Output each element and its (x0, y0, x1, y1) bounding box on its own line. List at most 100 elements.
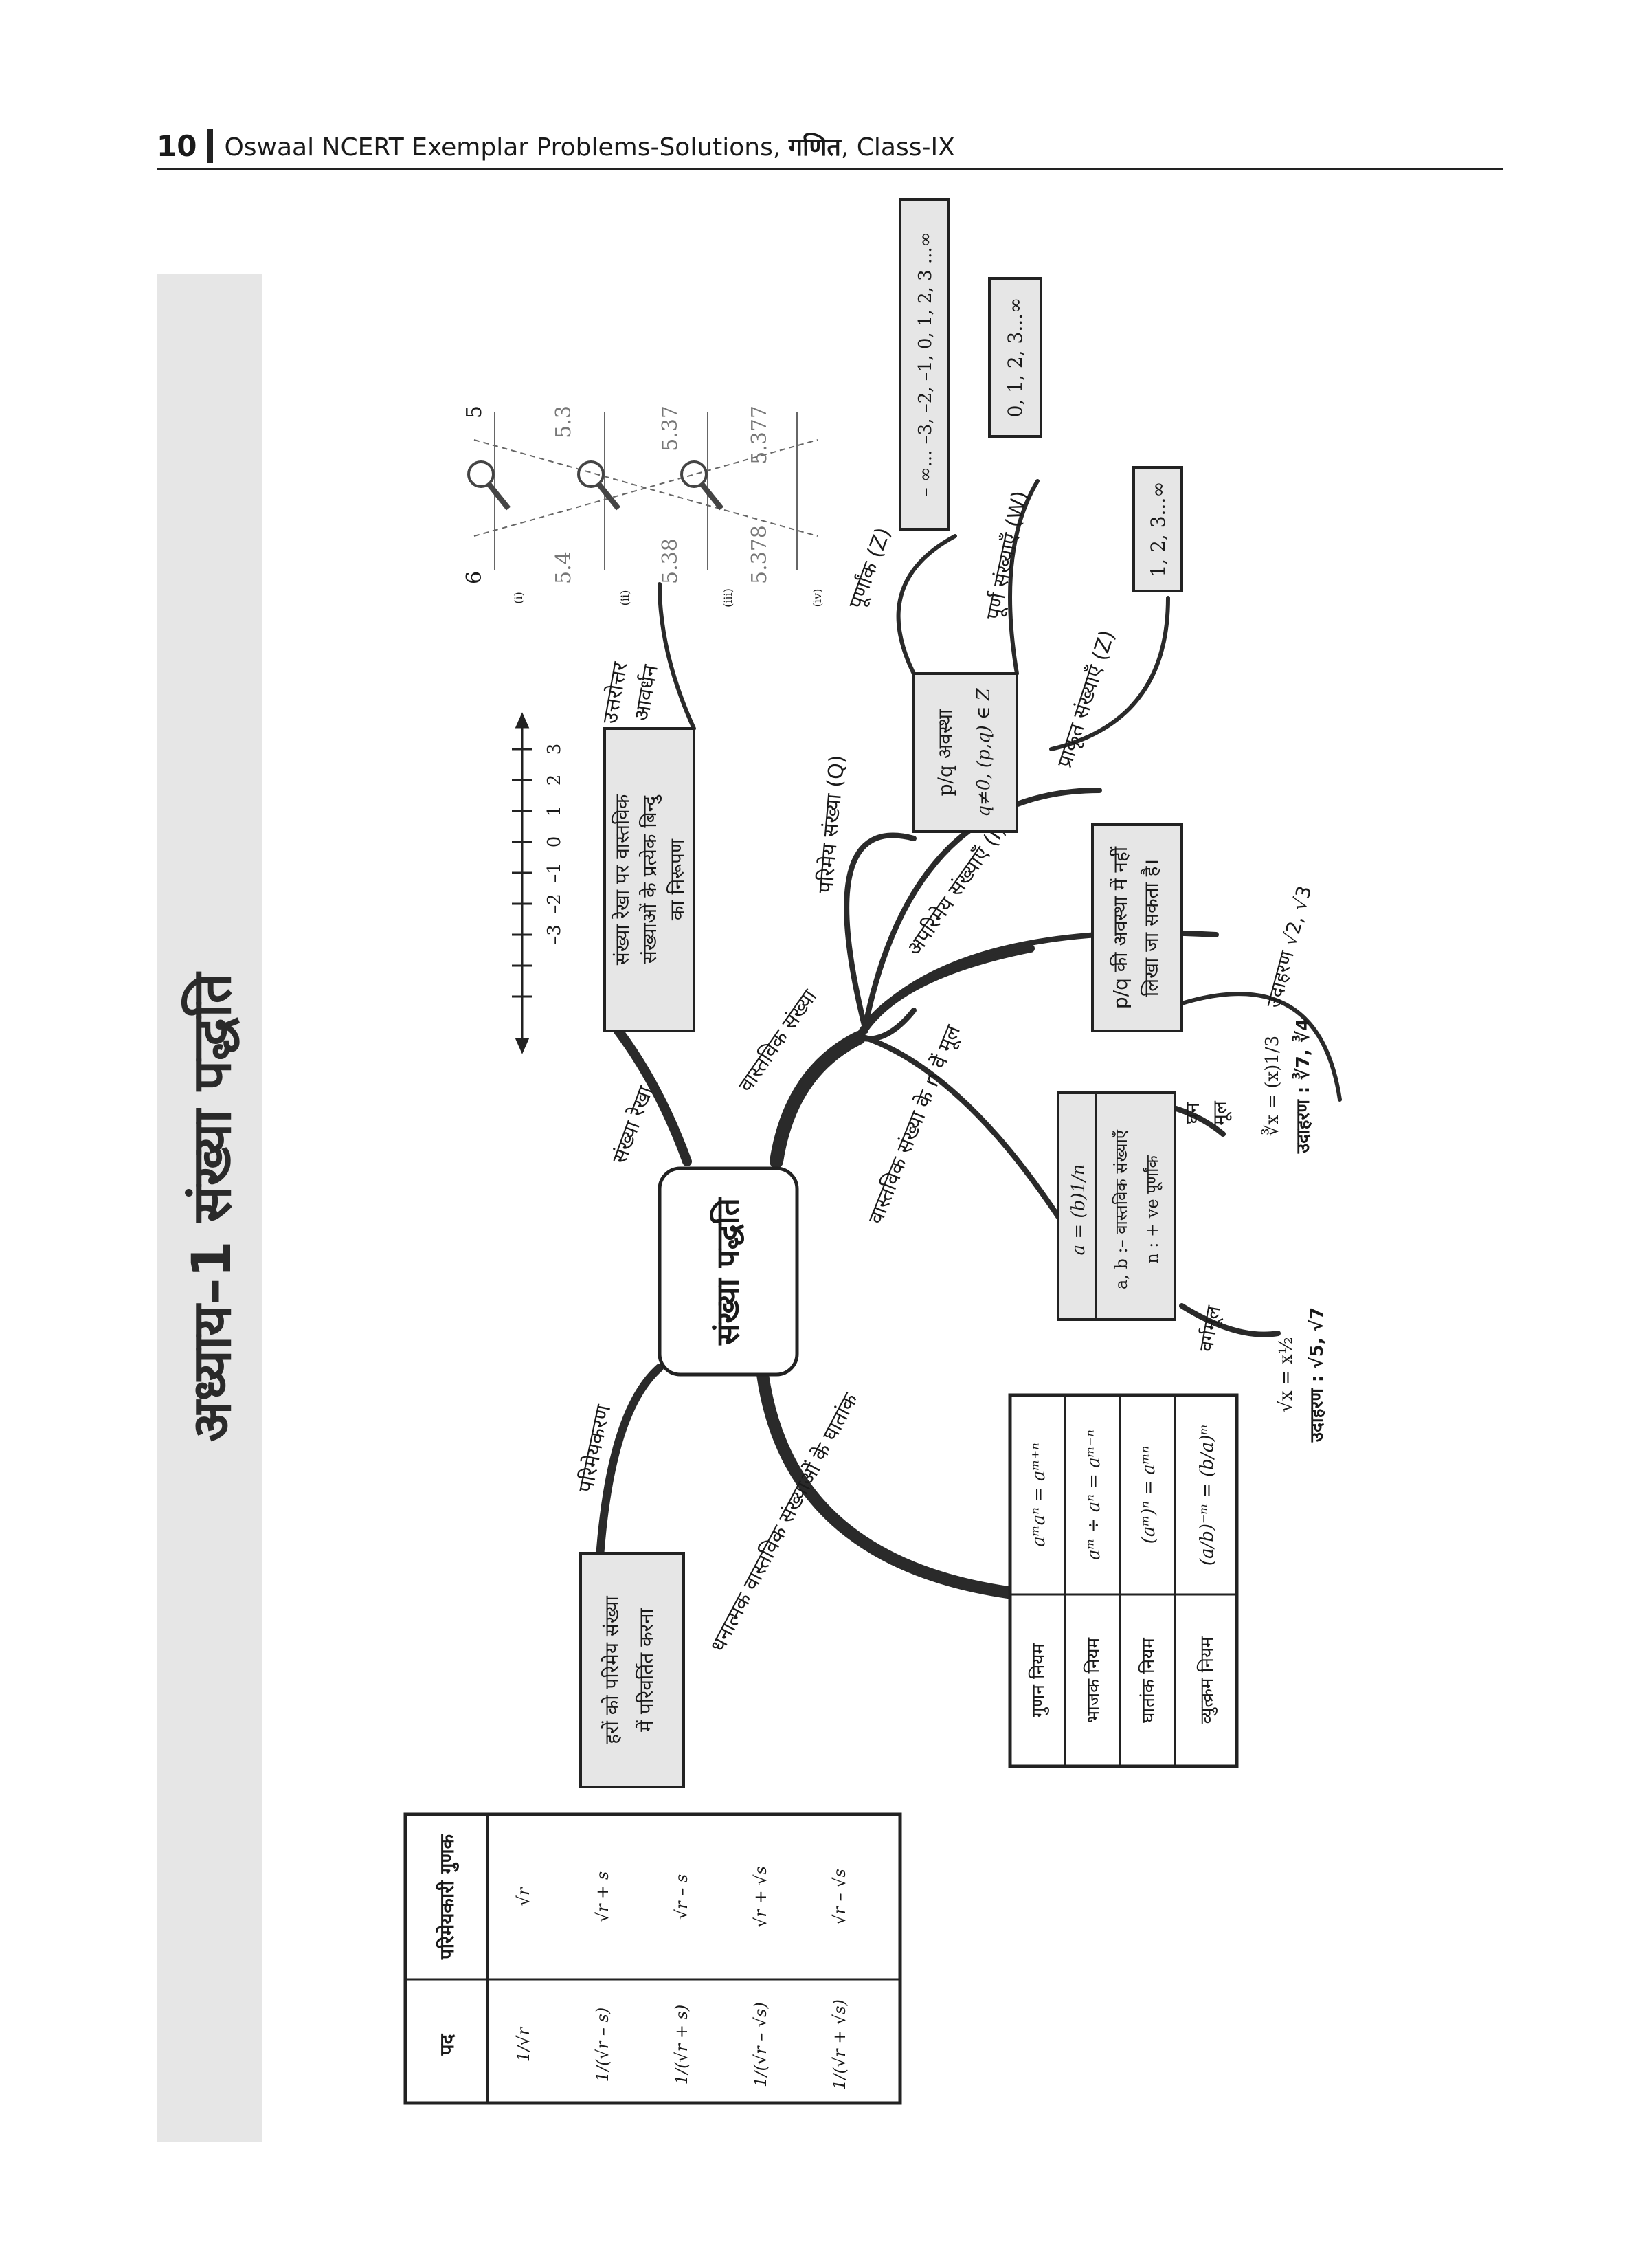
law-formula-4: (a/b)⁻ᵐ = (b/a)ᵐ (1197, 1424, 1218, 1566)
number-line (512, 712, 532, 1054)
mag-label-5-38: 5.38 (658, 538, 682, 584)
mag-label-5-3: 5.3 (552, 405, 576, 438)
header-divider (207, 129, 214, 163)
nl-tick-neg2: –2 (544, 893, 565, 914)
rt-factor-1: √r (514, 1887, 533, 1906)
law-formula-1: aᵐaⁿ = aᵐ⁺ⁿ (1029, 1443, 1049, 1547)
page-header: 10 Oswaal NCERT Exemplar Problems-Soluti… (157, 124, 1503, 170)
nl-tick-0: 0 (544, 836, 565, 848)
center-node (658, 1166, 799, 1377)
cbrt-definition: ∛x = (x)1/3 (1261, 1036, 1283, 1136)
irrational-box (1091, 823, 1183, 1032)
rt-header-term: पद (436, 2033, 458, 2056)
law-formula-2: aᵐ ÷ aⁿ = aᵐ⁻ⁿ (1084, 1430, 1104, 1560)
branch-irr-example (1180, 992, 1342, 1102)
book-title: Oswaal NCERT Exemplar Problems-Solutions… (224, 133, 955, 162)
irrational-line2: लिखा जा सकता है। (1140, 859, 1163, 997)
branch-whole (1008, 479, 1040, 676)
branch-exponent (756, 1368, 1030, 1601)
cbrt-example: उदाहरण : ∛7, ∛4 (1292, 1019, 1314, 1154)
branch-real (770, 1031, 866, 1168)
pq-line2: q≠0, (p,q) ∈ Z (974, 687, 994, 816)
mag-label-5: 5 (462, 405, 486, 419)
rationalise-line1: हरों को परिमेय संख्या (601, 1596, 623, 1744)
branch-sqrt (1179, 1303, 1281, 1337)
mag-step-i: (i) (512, 592, 525, 604)
rt-term-5: 1/(√r + √s) (830, 1999, 849, 2090)
label-sqrt: वर्गमूल (1195, 1303, 1226, 1353)
number-line-box-line2: संख्याओं के प्रत्येक बिन्दु (638, 794, 662, 964)
integers-values: – ∞... –3, –2, –1, 0, 1, 2, 3 ...∞ (915, 232, 936, 497)
branch-rationalise (594, 1364, 664, 1599)
rt-term-4: 1/(√r – √s) (751, 2002, 770, 2087)
mag-step-iv: (iv) (811, 589, 824, 608)
number-line-box-line1: संख्या रेखा पर वास्तविक (611, 794, 633, 965)
label-nth-root: वास्तविक संख्या के n वें मूल (864, 1021, 966, 1227)
root-line2: a, b :– वास्तविक संख्याएँ (1112, 1129, 1131, 1289)
mag-label-5-377: 5.377 (748, 405, 772, 465)
root-box (1057, 1091, 1176, 1321)
label-successive: उत्तरोत्तर (598, 660, 633, 726)
label-cube: घन (1181, 1102, 1204, 1124)
label-number-line: संख्या रेखा (608, 1082, 658, 1167)
rt-header-factor: परिमेयकारी गुणक (436, 1833, 459, 1960)
number-line-box-line3: का निरूपण (666, 838, 688, 920)
branch-number-line (614, 1026, 692, 1166)
label-rational: परिमेय संख्या (Q) (814, 754, 849, 894)
integers-box (899, 198, 950, 531)
label-natural: प्राकृत संख्याएँ (Z) (1053, 627, 1120, 771)
nl-tick-neg3: –3 (544, 924, 565, 945)
page-number: 10 (157, 129, 197, 163)
label-root: मूल (1209, 1100, 1232, 1126)
sqrt-definition: √x = x½ (1276, 1337, 1297, 1412)
law-name-2: भाजक नियम (1083, 1637, 1104, 1723)
label-magnification: आवर्धन (629, 662, 663, 723)
mag-label-5-4: 5.4 (552, 551, 576, 584)
nl-tick-2: 2 (544, 775, 565, 786)
rationalise-line2: में परिवर्तित करना (635, 1608, 658, 1731)
rt-factor-2: √r + s (593, 1871, 612, 1922)
rt-factor-4: √r + √s (751, 1866, 770, 1928)
pq-box (912, 672, 1018, 833)
label-whole: पूर्ण संख्याएँ (W) (982, 489, 1033, 622)
label-integers: पूर्णांक (Z) (844, 524, 897, 612)
mag-step-ii: (ii) (618, 590, 631, 606)
branch-nth-root (863, 1035, 1061, 1219)
mag-step-iii: (iii) (721, 588, 734, 608)
rt-term-1: 1/√r (514, 2026, 533, 2062)
law-name-4: व्युत्क्रम नियम (1196, 1636, 1218, 1724)
pq-line1: p/q अवस्था (934, 709, 956, 796)
irrational-line1: p/q की अवस्था में नहीं (1109, 846, 1132, 1009)
sqrt-example: उदाहरण : √5, √7 (1307, 1307, 1327, 1443)
mag-label-6: 6 (462, 571, 486, 584)
root-line1: a = (b)1/n (1068, 1164, 1089, 1256)
branch-natural (1049, 596, 1170, 751)
law-formula-3: (aᵐ)ⁿ = aᵐⁿ (1138, 1446, 1159, 1544)
mag-label-5-378: 5.378 (748, 525, 772, 584)
branch-rational (863, 788, 1102, 1027)
rt-factor-5: √r – √s (830, 1869, 849, 1925)
natural-values: 1, 2, 3...∞ (1147, 481, 1169, 577)
branch-integers (896, 534, 957, 682)
laws-table (1008, 1393, 1239, 1768)
rationalise-box (579, 1552, 685, 1788)
irrational-example: उदाहरण √2, √3 (1261, 883, 1316, 1010)
nl-tick-1: 1 (544, 805, 565, 817)
whole-box (988, 277, 1042, 438)
branch-successive (658, 582, 696, 731)
magnifier-diagram (467, 412, 818, 570)
root-line3: n : + ve पूर्णांक (1143, 1155, 1163, 1264)
law-name-1: गुणन नियम (1028, 1643, 1049, 1717)
rationalising-table (403, 1812, 902, 2105)
natural-box (1132, 466, 1183, 592)
number-line-box (603, 727, 695, 1032)
center-label: संख्या पद्धति (709, 1197, 746, 1345)
rt-term-2: 1/(√r – s) (593, 2008, 612, 2082)
chapter-band (157, 274, 262, 2142)
rt-term-3: 1/(√r + s) (672, 2005, 691, 2085)
whole-values: 0, 1, 2, 3...∞ (1004, 298, 1027, 418)
nl-tick-neg1: –1 (544, 863, 565, 883)
mag-label-5-37: 5.37 (658, 405, 682, 452)
rt-factor-3: √r – s (672, 1874, 691, 1920)
